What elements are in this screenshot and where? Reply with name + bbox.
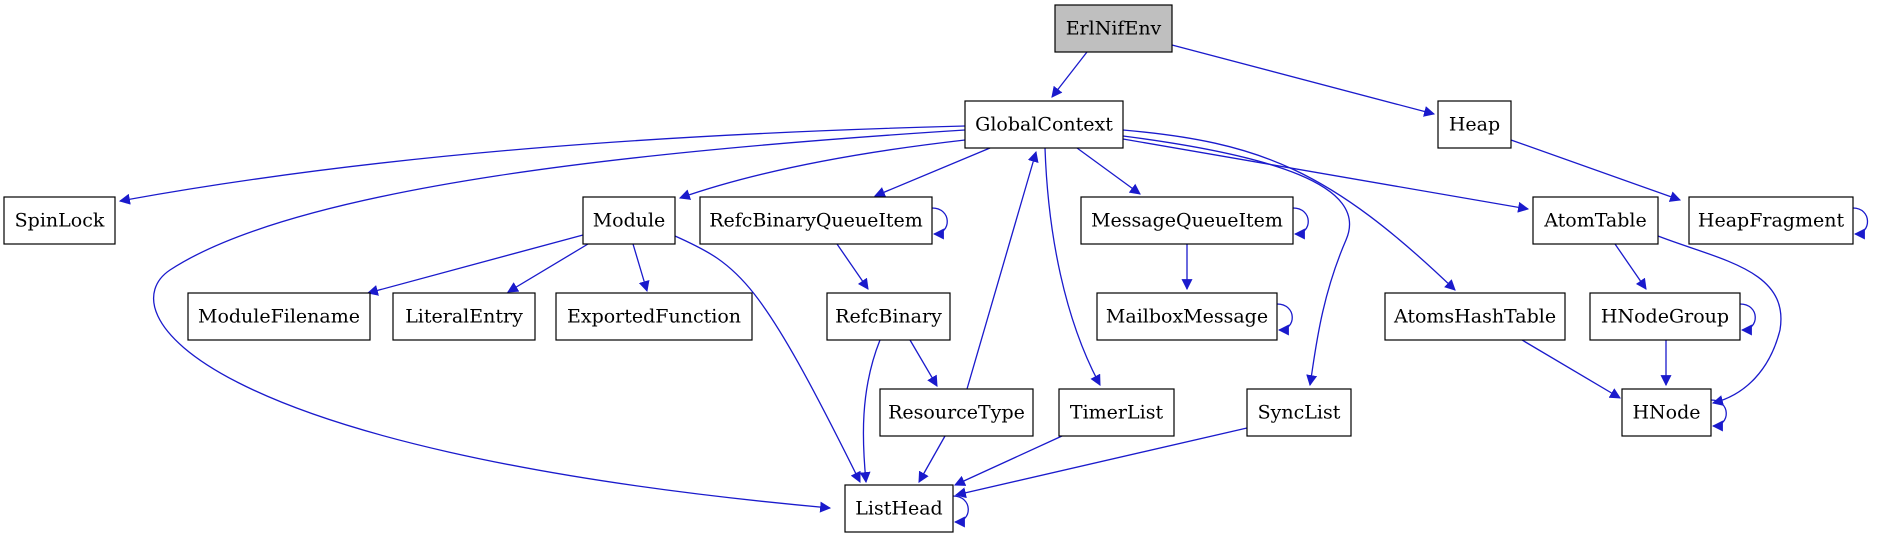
- node-label-hnode-group: HNodeGroup: [1601, 306, 1729, 328]
- node-mailbox-message[interactable]: MailboxMessage: [1096, 292, 1278, 341]
- edge-atomtable-to-hnodegroup: [1614, 243, 1647, 290]
- node-module-filename[interactable]: ModuleFilename: [187, 292, 371, 341]
- edge-globalcontext-to-refcbinaryqueueitem: [873, 147, 991, 198]
- edges: [118, 44, 1869, 528]
- node-box-refc-binary: [826, 292, 951, 341]
- edge-listhead-to-listhead: [952, 495, 969, 528]
- node-heap-fragment[interactable]: HeapFragment: [1688, 196, 1854, 245]
- node-label-refc-binary: RefcBinary: [835, 306, 942, 328]
- node-label-refc-binary-queue-item: RefcBinaryQueueItem: [709, 210, 923, 232]
- edge-globalcontext-to-module: [678, 139, 966, 200]
- node-box-hnode: [1621, 388, 1712, 437]
- edge-refcbinaryqueueitem-to-refcbinary: [836, 243, 869, 290]
- node-refc-binary[interactable]: RefcBinary: [826, 292, 951, 341]
- edge-hnode-to-hnode: [1710, 399, 1727, 432]
- node-message-queue-item[interactable]: MessageQueueItem: [1080, 196, 1294, 245]
- node-box-heap: [1437, 100, 1512, 149]
- edge-module-to-modulefilename: [366, 234, 584, 296]
- node-label-mailbox-message: MailboxMessage: [1106, 306, 1268, 328]
- edge-hnodegroup-to-hnodegroup: [1739, 303, 1756, 336]
- node-label-list-head: ListHead: [855, 498, 942, 520]
- node-exported-function[interactable]: ExportedFunction: [555, 292, 753, 341]
- node-label-module: Module: [593, 210, 666, 232]
- edge-messagequeueitem-to-messagequeueitem: [1292, 207, 1309, 240]
- node-box-message-queue-item: [1080, 196, 1294, 245]
- node-spin-lock[interactable]: SpinLock: [3, 196, 116, 245]
- node-refc-binary-queue-item[interactable]: RefcBinaryQueueItem: [699, 196, 933, 245]
- edge-erlnifenv-to-heap: [1171, 44, 1436, 117]
- edge-module-to-exportedfunction: [632, 243, 650, 293]
- node-box-atoms-hash-table: [1384, 292, 1566, 341]
- edge-globalcontext-to-timerlist: [1044, 147, 1101, 386]
- node-box-resource-type: [879, 388, 1034, 437]
- node-list-head[interactable]: ListHead: [844, 484, 954, 533]
- node-box-atom-table: [1532, 196, 1659, 245]
- node-label-erl-nif-env: ErlNifEnv: [1066, 18, 1162, 40]
- node-atoms-hash-table[interactable]: AtomsHashTable: [1384, 292, 1566, 341]
- node-box-mailbox-message: [1096, 292, 1278, 341]
- node-box-module: [582, 196, 676, 245]
- edge-synclist-to-listhead: [954, 427, 1248, 499]
- node-box-timer-list: [1058, 388, 1175, 437]
- node-box-global-context: [964, 100, 1124, 149]
- node-sync-list[interactable]: SyncList: [1246, 388, 1352, 437]
- node-box-sync-list: [1246, 388, 1352, 437]
- node-label-exported-function: ExportedFunction: [567, 306, 741, 328]
- node-label-heap: Heap: [1449, 114, 1500, 136]
- node-label-resource-type: ResourceType: [888, 402, 1025, 424]
- edge-erlnifenv-to-globalcontext: [1051, 51, 1088, 98]
- edge-heap-to-heapfragment: [1510, 139, 1682, 202]
- node-global-context[interactable]: GlobalContext: [964, 100, 1124, 149]
- node-box-erl-nif-env: [1054, 4, 1173, 53]
- edge-globalcontext-to-synclist: [1122, 135, 1351, 387]
- edge-atomtable-to-hnode: [1657, 235, 1782, 406]
- node-box-spin-lock: [3, 196, 116, 245]
- edge-timerlist-to-listhead: [953, 435, 1063, 486]
- node-resource-type[interactable]: ResourceType: [879, 388, 1034, 437]
- edge-globalcontext-to-atomtable: [1122, 138, 1530, 213]
- node-box-exported-function: [555, 292, 753, 341]
- node-label-module-filename: ModuleFilename: [198, 306, 360, 328]
- node-atom-table[interactable]: AtomTable: [1532, 196, 1659, 245]
- node-box-hnode-group: [1589, 292, 1741, 341]
- node-label-atoms-hash-table: AtomsHashTable: [1393, 306, 1556, 328]
- node-label-timer-list: TimerList: [1070, 402, 1164, 424]
- edge-mailboxmessage-to-mailboxmessage: [1276, 303, 1293, 336]
- edge-refcbinary-to-resourcetype: [909, 339, 938, 387]
- node-box-refc-binary-queue-item: [699, 196, 933, 245]
- edge-heapfragment-to-heapfragment: [1852, 207, 1869, 240]
- edge-module-to-literalentry: [507, 243, 589, 293]
- edge-globalcontext-to-messagequeueitem: [1076, 147, 1141, 195]
- edge-globalcontext-to-listhead: [152, 129, 966, 513]
- edge-globalcontext-to-spinlock: [118, 125, 966, 205]
- edge-refcbinary-to-listhead: [859, 339, 881, 484]
- node-label-global-context: GlobalContext: [975, 114, 1113, 136]
- node-hnode[interactable]: HNode: [1621, 388, 1712, 437]
- edge-resourcetype-to-globalcontext: [966, 150, 1039, 390]
- node-box-module-filename: [187, 292, 371, 341]
- node-label-heap-fragment: HeapFragment: [1698, 210, 1845, 232]
- node-label-message-queue-item: MessageQueueItem: [1091, 210, 1283, 232]
- node-erl-nif-env[interactable]: ErlNifEnv: [1054, 4, 1173, 53]
- node-hnode-group[interactable]: HNodeGroup: [1589, 292, 1741, 341]
- node-box-literal-entry: [392, 292, 536, 341]
- node-literal-entry[interactable]: LiteralEntry: [392, 292, 536, 341]
- node-label-hnode: HNode: [1632, 402, 1700, 424]
- edge-atomshashtable-to-hnode: [1521, 339, 1621, 399]
- node-box-heap-fragment: [1688, 196, 1854, 245]
- edge-refcbinaryqueueitem-to-refcbinaryqueueitem: [931, 207, 948, 240]
- node-heap[interactable]: Heap: [1437, 100, 1512, 149]
- node-timer-list[interactable]: TimerList: [1058, 388, 1175, 437]
- edge-module-to-listhead: [674, 235, 861, 483]
- node-label-literal-entry: LiteralEntry: [405, 306, 523, 328]
- node-label-sync-list: SyncList: [1258, 402, 1341, 424]
- node-label-spin-lock: SpinLock: [15, 210, 105, 232]
- edge-globalcontext-to-atomshashtable: [1122, 129, 1456, 291]
- node-label-atom-table: AtomTable: [1543, 210, 1647, 232]
- edge-resourcetype-to-listhead: [918, 435, 946, 483]
- node-module[interactable]: Module: [582, 196, 676, 245]
- node-box-list-head: [844, 484, 954, 533]
